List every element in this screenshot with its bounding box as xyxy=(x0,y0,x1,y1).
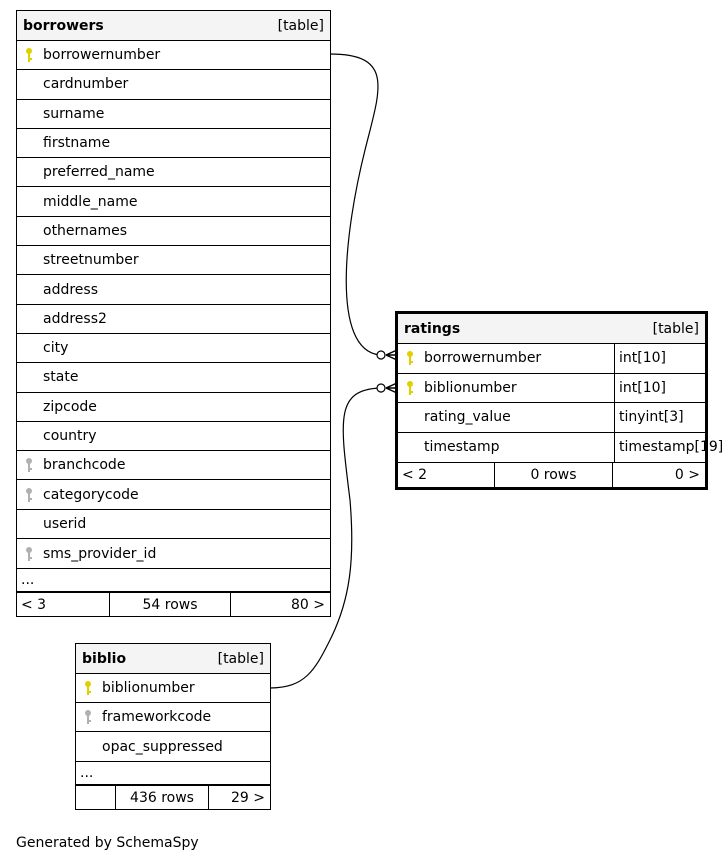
column-name: othernames xyxy=(43,222,128,239)
column-row[interactable]: preferred_name xyxy=(17,158,330,188)
column-row[interactable]: city xyxy=(17,334,330,364)
row-count: 0 rows xyxy=(494,463,612,487)
column-row[interactable]: country xyxy=(17,422,330,452)
column-name: surname xyxy=(43,105,105,122)
table-name: biblio xyxy=(82,650,127,667)
column-name: userid xyxy=(43,515,87,532)
column-name: streetnumber xyxy=(43,252,139,269)
column-row[interactable]: rating_value tinyint[3] xyxy=(398,403,705,433)
table-footer: < 3 54 rows 80 > xyxy=(17,592,330,617)
column-row[interactable]: streetnumber xyxy=(17,246,330,276)
primary-key-icon xyxy=(406,380,414,396)
table-kind: [table] xyxy=(277,17,324,34)
column-row[interactable]: zipcode xyxy=(17,393,330,422)
relationship-biblio-ratings xyxy=(269,387,381,689)
column-row[interactable]: cardnumber xyxy=(17,70,330,100)
column-name: state xyxy=(43,369,79,386)
column-row[interactable]: frameworkcode xyxy=(76,703,270,732)
table-name: ratings xyxy=(404,320,461,337)
foreign-key-icon xyxy=(25,457,33,473)
table-footer: < 2 0 rows 0 > xyxy=(398,462,705,487)
primary-key-icon xyxy=(84,680,92,696)
foreign-key-icon xyxy=(25,487,33,503)
column-row[interactable]: userid xyxy=(17,510,330,540)
parents-count[interactable]: < 2 xyxy=(402,467,428,483)
table-kind: [table] xyxy=(217,650,264,667)
column-name: country xyxy=(43,428,97,444)
column-row[interactable]: biblionumber xyxy=(76,674,270,703)
column-row[interactable]: opac_suppressed xyxy=(76,732,270,761)
column-name: city xyxy=(43,340,69,357)
column-row[interactable]: state xyxy=(17,363,330,393)
column-name: zipcode xyxy=(43,398,97,415)
row-count: 54 rows xyxy=(109,593,230,617)
table-footer: 436 rows 29 > xyxy=(76,785,270,809)
children-count[interactable]: 29 > xyxy=(208,786,270,809)
table-header[interactable]: borrowers [table] xyxy=(17,11,330,41)
biblio-table[interactable]: biblio [table] biblionumber frameworkcode… xyxy=(75,643,271,810)
column-name: frameworkcode xyxy=(102,709,212,725)
row-count: 436 rows xyxy=(115,786,208,809)
column-list: borrowernumber cardnumber surname firstname… xyxy=(17,41,330,568)
column-row[interactable]: address xyxy=(17,275,330,305)
column-name: rating_value xyxy=(424,409,511,426)
column-name: address2 xyxy=(43,310,107,327)
column-row[interactable]: timestamp timestamp[19] xyxy=(398,432,723,462)
primary-key-icon xyxy=(25,47,33,63)
children-count[interactable]: 80 > xyxy=(230,593,330,617)
column-name: opac_suppressed xyxy=(102,738,223,755)
column-name: middle_name xyxy=(43,193,138,210)
column-name: categorycode xyxy=(43,486,139,503)
column-row[interactable]: borrowernumber int[10] xyxy=(398,344,705,374)
column-type: int[10] xyxy=(614,373,705,402)
column-name: borrowernumber xyxy=(424,350,542,367)
borrowers-table[interactable]: borrowers [table] borrowernumber cardnumb… xyxy=(16,10,331,618)
table-header[interactable]: ratings [table] xyxy=(398,314,705,344)
children-count[interactable]: 0 > xyxy=(612,463,705,487)
column-name: sms_provider_id xyxy=(43,545,157,562)
table-name: borrowers xyxy=(23,17,104,34)
column-type: int[10] xyxy=(614,344,705,373)
relationship-optional-marker xyxy=(376,350,386,360)
column-name: biblionumber xyxy=(102,680,195,696)
column-type: tinyint[3] xyxy=(614,403,705,432)
column-row[interactable]: othernames xyxy=(17,217,330,247)
primary-key-icon xyxy=(406,350,414,366)
foreign-key-icon xyxy=(25,546,33,562)
column-list: borrowernumber int[10] biblionumber int[10]… xyxy=(398,344,723,462)
column-name: borrowernumber xyxy=(43,47,161,64)
column-name: firstname xyxy=(43,135,111,152)
relationship-optional-marker xyxy=(376,383,386,393)
column-row[interactable]: address2 xyxy=(17,305,330,334)
column-row[interactable]: sms_provider_id xyxy=(17,539,330,568)
column-row[interactable]: borrowernumber xyxy=(17,41,330,71)
table-kind: [table] xyxy=(652,320,699,337)
column-row[interactable]: firstname xyxy=(17,129,330,159)
column-name: timestamp xyxy=(424,439,500,456)
column-list: biblionumber frameworkcode opac_suppressed xyxy=(76,674,270,761)
parents-count[interactable]: < 3 xyxy=(21,596,47,613)
table-header[interactable]: biblio [table] xyxy=(76,644,270,674)
column-row[interactable]: categorycode xyxy=(17,480,330,510)
foreign-key-icon xyxy=(84,709,92,725)
column-name: cardnumber xyxy=(43,76,129,93)
column-row[interactable]: surname xyxy=(17,100,330,129)
generated-by-caption: Generated by SchemaSpy xyxy=(16,835,199,851)
column-name: biblionumber xyxy=(424,379,517,396)
column-row[interactable]: biblionumber int[10] xyxy=(398,373,705,403)
column-row[interactable]: middle_name xyxy=(17,187,330,217)
parents-count[interactable] xyxy=(76,786,115,809)
column-name: branchcode xyxy=(43,457,126,474)
column-row[interactable]: branchcode xyxy=(17,451,330,481)
more-columns: ... xyxy=(17,568,330,593)
column-name: preferred_name xyxy=(43,164,155,181)
column-type: timestamp[19] xyxy=(614,432,723,462)
column-name: address xyxy=(43,281,99,298)
relationship-borrowers-ratings xyxy=(329,53,381,356)
more-columns: ... xyxy=(76,761,270,785)
